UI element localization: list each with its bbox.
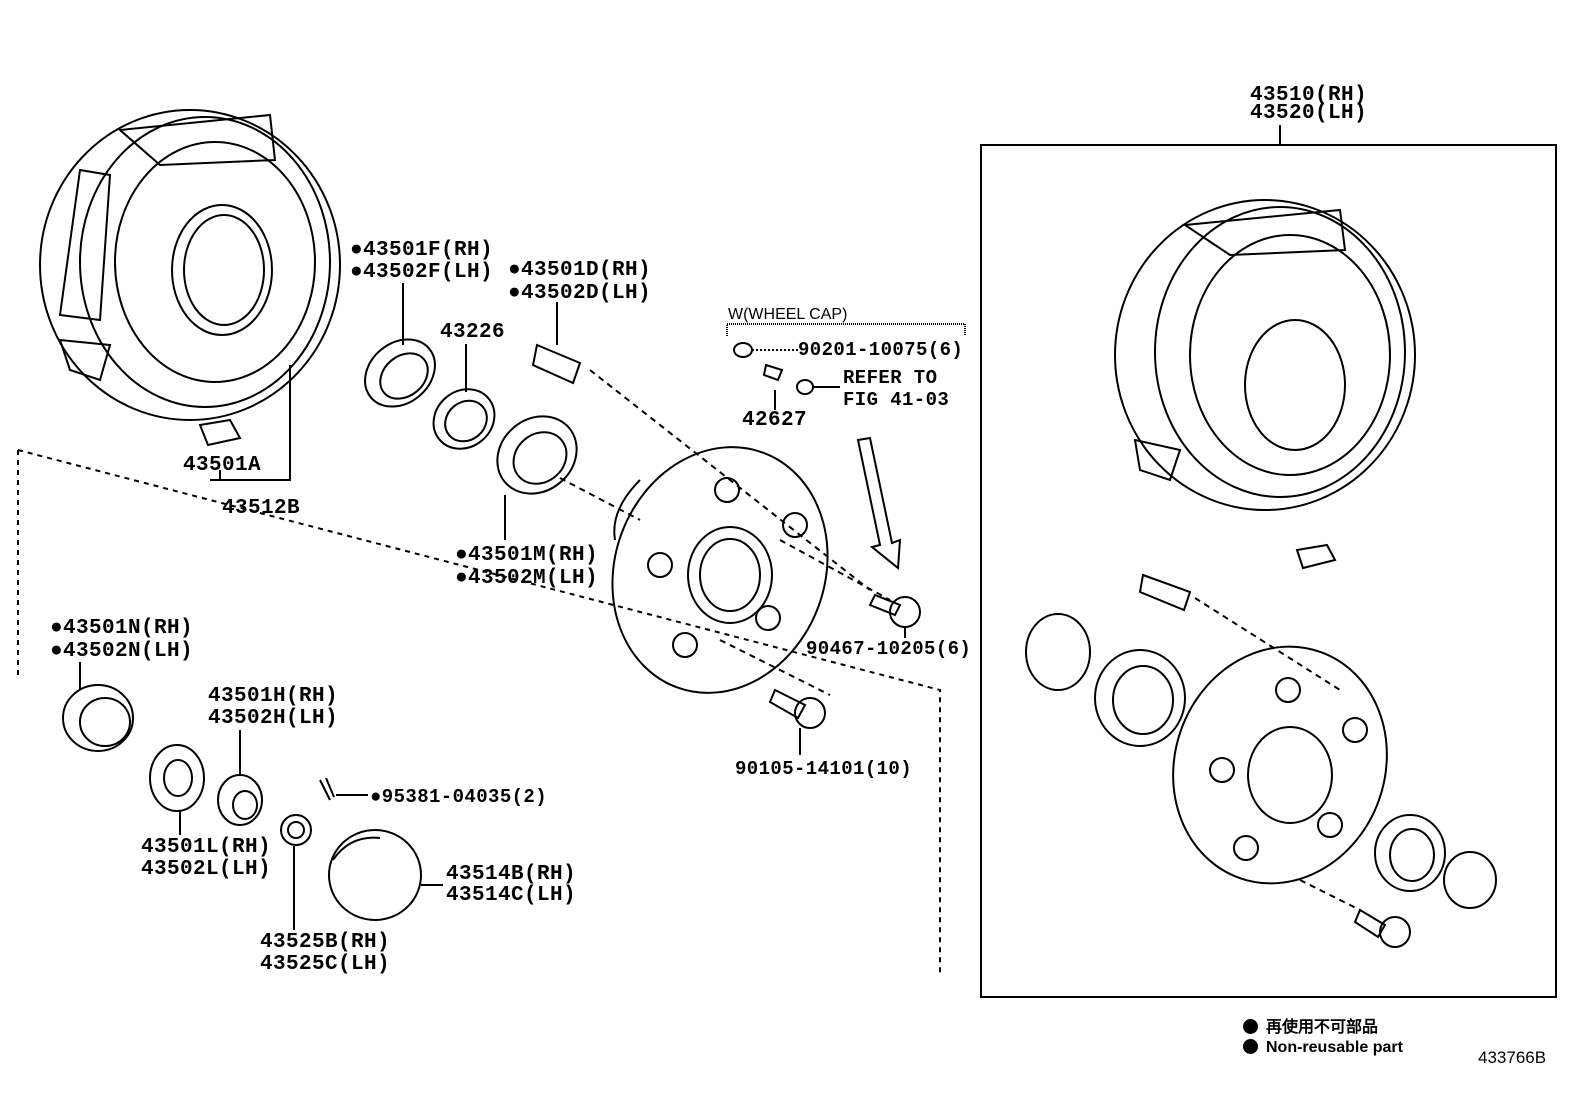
brake-drum-left	[39, 109, 341, 421]
clip-right	[1295, 543, 1337, 570]
bolt-90105	[768, 688, 826, 755]
bearing-right-inner	[1025, 613, 1186, 747]
assembly-box	[980, 144, 1557, 998]
hub-bolt-right	[1138, 573, 1192, 612]
leader-43512B	[210, 365, 291, 481]
part-label-43514C[interactable]: 43514C(LH)	[446, 884, 577, 907]
bolt-right	[1353, 908, 1411, 948]
dashed-guides	[559, 369, 891, 696]
part-label-43501M[interactable]: ●43501M(RH)	[455, 544, 599, 567]
axle-hub-right	[1172, 645, 1388, 885]
part-label-43502F[interactable]: ●43502F(LH)	[350, 261, 494, 284]
part-label-43502M[interactable]: ●43502M(LH)	[455, 567, 599, 590]
part-label-90467[interactable]: 90467-10205(6)	[806, 638, 972, 660]
part-label-43510[interactable]: 43510(RH)	[1250, 84, 1368, 107]
part-label-43501H[interactable]: 43501H(RH)	[208, 685, 339, 708]
legend-japanese-text: 再使用不可部品	[1266, 1019, 1379, 1036]
part-label-95381[interactable]: ●95381-04035(2)	[370, 786, 548, 808]
part-label-43520[interactable]: 43520(LH)	[1250, 102, 1368, 125]
part-label-43501L[interactable]: 43501L(RH)	[141, 836, 272, 859]
refer-label-line1[interactable]: REFER TO	[843, 367, 938, 389]
hub-bolt-43501D	[531, 343, 582, 385]
hub-nut-90467	[868, 593, 921, 638]
part-label-90105[interactable]: 90105-14101(10)	[735, 758, 913, 780]
legend-japanese: 再使用不可部品	[1243, 1013, 1378, 1037]
wheel-cap-parts	[726, 323, 966, 395]
axle-hub	[611, 446, 829, 694]
part-label-43502D[interactable]: ●43502D(LH)	[508, 282, 652, 305]
bullet-icon	[1243, 1019, 1258, 1034]
refer-label-line2[interactable]: FIG 41-03	[843, 389, 950, 411]
direction-arrow	[856, 436, 902, 570]
brake-drum-right	[1114, 199, 1416, 511]
figure-code: 433766B	[1478, 1048, 1547, 1067]
legend-english-text: Non-reusable part	[1266, 1039, 1403, 1056]
ring-43226	[432, 388, 496, 450]
part-label-43514B[interactable]: 43514B(RH)	[446, 863, 577, 886]
part-label-43502N[interactable]: ●43502N(LH)	[50, 640, 194, 663]
dashed-group-outline	[17, 449, 941, 975]
clip-43501A	[198, 418, 242, 447]
part-label-43525B[interactable]: 43525B(RH)	[260, 931, 391, 954]
part-label-90201[interactable]: 90201-10075(6)	[798, 339, 964, 361]
leader-lines	[402, 283, 776, 540]
lock-cap-43525B	[280, 814, 312, 930]
bearing-right-outer	[1374, 814, 1497, 909]
nut-43501H	[217, 730, 263, 826]
part-label-43501A[interactable]: 43501A	[183, 454, 262, 477]
dashed-guides-right	[1194, 597, 1361, 911]
part-label-42627[interactable]: 42627	[742, 409, 808, 432]
grease-cap-43514B	[328, 829, 443, 921]
part-label-43226[interactable]: 43226	[440, 321, 506, 344]
bullet-icon	[1243, 1039, 1258, 1054]
cotter-pin	[319, 777, 368, 801]
washer-43501L	[149, 744, 205, 835]
bearing-43501M	[496, 415, 578, 495]
bearing-43501N	[62, 662, 134, 752]
legend-english: Non-reusable part	[1243, 1039, 1403, 1057]
part-label-43525C[interactable]: 43525C(LH)	[260, 953, 391, 976]
part-label-43512B[interactable]: 43512B	[222, 497, 301, 520]
part-label-43501N[interactable]: ●43501N(RH)	[50, 617, 194, 640]
part-label-43501D[interactable]: ●43501D(RH)	[508, 259, 652, 282]
oil-seal-43501F	[364, 338, 436, 408]
part-label-43502H[interactable]: 43502H(LH)	[208, 707, 339, 730]
part-label-43502L[interactable]: 43502L(LH)	[141, 858, 272, 881]
part-label-43501F[interactable]: ●43501F(RH)	[350, 239, 494, 262]
wheel-cap-label: W(WHEEL CAP)	[728, 306, 848, 323]
